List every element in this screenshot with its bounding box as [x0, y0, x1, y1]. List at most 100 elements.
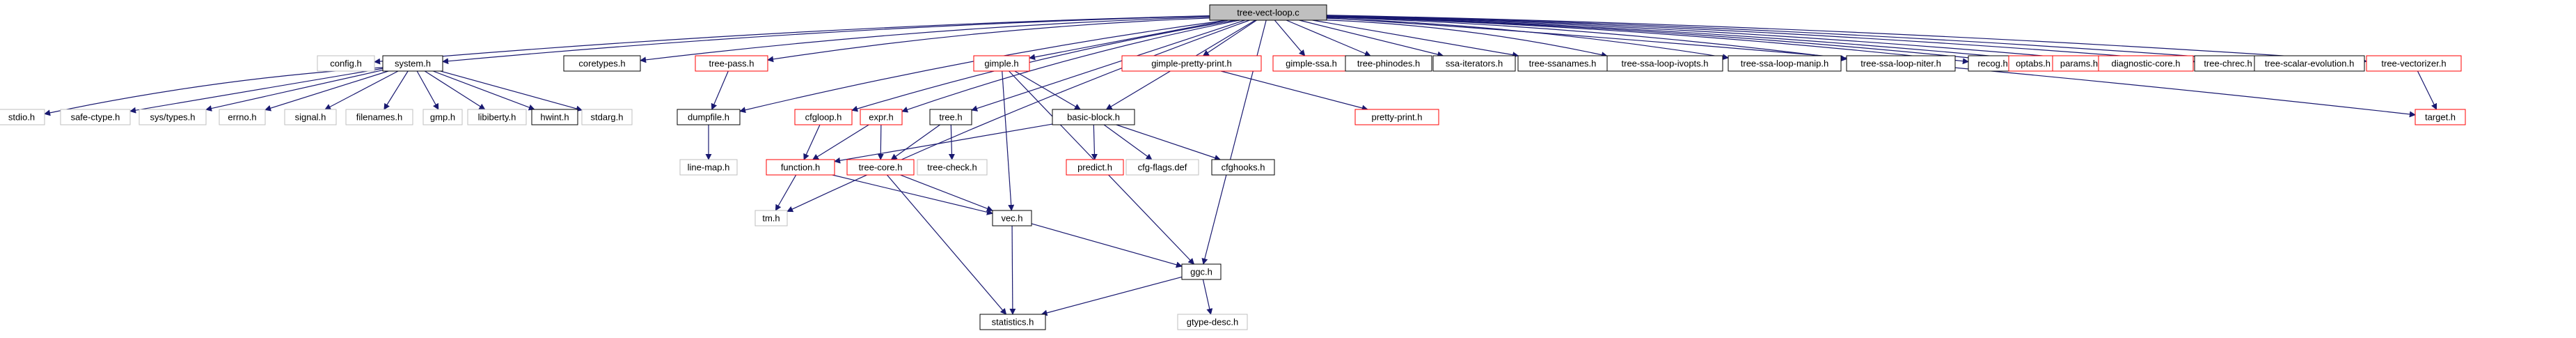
node-params[interactable]: params.h — [2052, 55, 2106, 72]
node-ssaiter[interactable]: ssa-iterators.h — [1432, 55, 1516, 72]
node-errno: errno.h — [219, 109, 266, 125]
node-label-scev: tree-scalar-evolution.h — [2265, 59, 2355, 69]
node-label-vec: vec.h — [1001, 213, 1022, 224]
edge-root-to-expr — [901, 20, 1240, 113]
node-cfgflags: cfg-flags.def — [1125, 159, 1199, 176]
node-gimplessa[interactable]: gimple-ssa.h — [1272, 55, 1350, 72]
node-coretypes[interactable]: coretypes.h — [563, 55, 641, 72]
node-gimplepp[interactable]: gimple-pretty-print.h — [1121, 55, 1262, 72]
node-box-systypes — [139, 109, 207, 125]
node-scev[interactable]: tree-scalar-evolution.h — [2254, 55, 2365, 72]
edge-root-to-diagcore — [1326, 15, 2099, 63]
node-label-system: system.h — [395, 59, 431, 69]
node-treecore[interactable]: tree-core.h — [846, 159, 915, 176]
node-box-config — [317, 55, 375, 72]
edge-root-to-treessanames — [1312, 20, 1519, 59]
node-label-treecheck: tree-check.h — [927, 162, 977, 173]
node-box-treecheck — [917, 159, 988, 176]
node-label-safectype: safe-ctype.h — [71, 112, 120, 123]
edge-function-to-tm — [775, 174, 797, 211]
node-box-vectorizer — [2366, 55, 2462, 72]
node-ggc[interactable]: ggc.h — [1181, 263, 1222, 280]
edge-vec-to-statistics — [1009, 225, 1016, 315]
node-tree[interactable]: tree.h — [929, 109, 972, 125]
node-treepass[interactable]: tree-pass.h — [695, 55, 768, 72]
node-treessanames[interactable]: tree-ssanames.h — [1517, 55, 1608, 72]
node-box-linemap — [679, 159, 738, 176]
node-dumpfile[interactable]: dumpfile.h — [677, 109, 741, 125]
node-box-treecore — [846, 159, 915, 176]
node-vectorizer[interactable]: tree-vectorizer.h — [2366, 55, 2462, 72]
node-box-function — [766, 159, 835, 176]
node-predict[interactable]: predict.h — [1066, 159, 1124, 176]
node-label-treechrec: tree-chrec.h — [2204, 59, 2252, 69]
node-systypes: sys/types.h — [139, 109, 207, 125]
edge-layer — [44, 15, 2437, 316]
node-optabs[interactable]: optabs.h — [2008, 55, 2058, 72]
node-box-predict — [1066, 159, 1124, 176]
edge-system-to-signal — [324, 70, 399, 110]
node-box-target — [2415, 109, 2466, 125]
node-diagcore[interactable]: diagnostic-core.h — [2098, 55, 2194, 72]
node-signal: signal.h — [284, 109, 337, 125]
node-gimple[interactable]: gimple.h — [973, 55, 1030, 72]
edge-root-to-scev — [1326, 15, 2255, 64]
node-target[interactable]: target.h — [2415, 109, 2466, 125]
node-system[interactable]: system.h — [382, 55, 443, 72]
node-label-stdarg: stdarg.h — [591, 112, 624, 123]
node-box-gimplepp — [1121, 55, 1262, 72]
node-box-diagcore — [2098, 55, 2194, 72]
node-box-signal — [284, 109, 337, 125]
edge-root-to-tm — [787, 20, 1250, 213]
node-filenames: filenames.h — [345, 109, 413, 125]
node-label-libiberty: libiberty.h — [478, 112, 516, 123]
node-label-linemap: line-map.h — [688, 162, 730, 173]
node-label-gimplepp: gimple-pretty-print.h — [1151, 59, 1232, 69]
node-recog[interactable]: recog.h — [1968, 55, 2018, 72]
node-tm: tm.h — [754, 210, 788, 226]
node-label-expr: expr.h — [869, 112, 893, 123]
node-label-treessanames: tree-ssanames.h — [1529, 59, 1597, 69]
node-label-systypes: sys/types.h — [150, 112, 195, 123]
node-label-treecore: tree-core.h — [859, 162, 903, 173]
node-box-system — [382, 55, 443, 72]
node-box-stdarg — [581, 109, 633, 125]
node-vec[interactable]: vec.h — [992, 210, 1032, 226]
node-box-hwint — [531, 109, 578, 125]
node-label-stdio: stdio.h — [8, 112, 35, 123]
edge-root-to-treechrec — [1326, 15, 2195, 65]
node-label-ggc: ggc.h — [1190, 267, 1212, 277]
node-manip[interactable]: tree-ssa-loop-manip.h — [1728, 55, 1842, 72]
node-treechrec[interactable]: tree-chrec.h — [2194, 55, 2262, 72]
node-treephinodes[interactable]: tree-phinodes.h — [1345, 55, 1432, 72]
node-root[interactable]: tree-vect-loop.c — [1209, 4, 1327, 21]
node-box-treephinodes — [1345, 55, 1432, 72]
node-statistics[interactable]: statistics.h — [979, 314, 1046, 330]
node-ivopts[interactable]: tree-ssa-loop-ivopts.h — [1606, 55, 1723, 72]
node-stdio: stdio.h — [0, 109, 45, 125]
node-hwint[interactable]: hwint.h — [531, 109, 578, 125]
node-prettyprint[interactable]: pretty-print.h — [1354, 109, 1439, 125]
node-expr[interactable]: expr.h — [860, 109, 903, 125]
edge-basicblock-to-cfgflags — [1103, 124, 1153, 160]
node-label-treephinodes: tree-phinodes.h — [1357, 59, 1420, 69]
node-label-prettyprint: pretty-print.h — [1372, 112, 1423, 123]
node-basicblock[interactable]: basic-block.h — [1052, 109, 1135, 125]
edge-gimple-to-basicblock — [1014, 70, 1081, 110]
node-label-errno: errno.h — [228, 112, 256, 123]
node-label-manip: tree-ssa-loop-manip.h — [1741, 59, 1828, 69]
node-function[interactable]: function.h — [766, 159, 835, 176]
node-cfgloop[interactable]: cfgloop.h — [794, 109, 853, 125]
node-label-tree: tree.h — [939, 112, 962, 123]
edge-vec-to-ggc — [1031, 223, 1183, 268]
edge-root-to-optabs — [1326, 15, 2009, 65]
node-niter[interactable]: tree-ssa-loop-niter.h — [1846, 55, 1956, 72]
node-box-gtypedesc — [1177, 314, 1248, 330]
node-stdarg: stdarg.h — [581, 109, 633, 125]
node-cfghooks[interactable]: cfghooks.h — [1211, 159, 1275, 176]
node-label-hwint: hwint.h — [540, 112, 569, 123]
node-label-predict: predict.h — [1077, 162, 1112, 173]
edge-tree-to-treecore — [890, 124, 940, 160]
node-label-niter: tree-ssa-loop-niter.h — [1860, 59, 1941, 69]
edge-treepass-to-dumpfile — [711, 70, 729, 110]
